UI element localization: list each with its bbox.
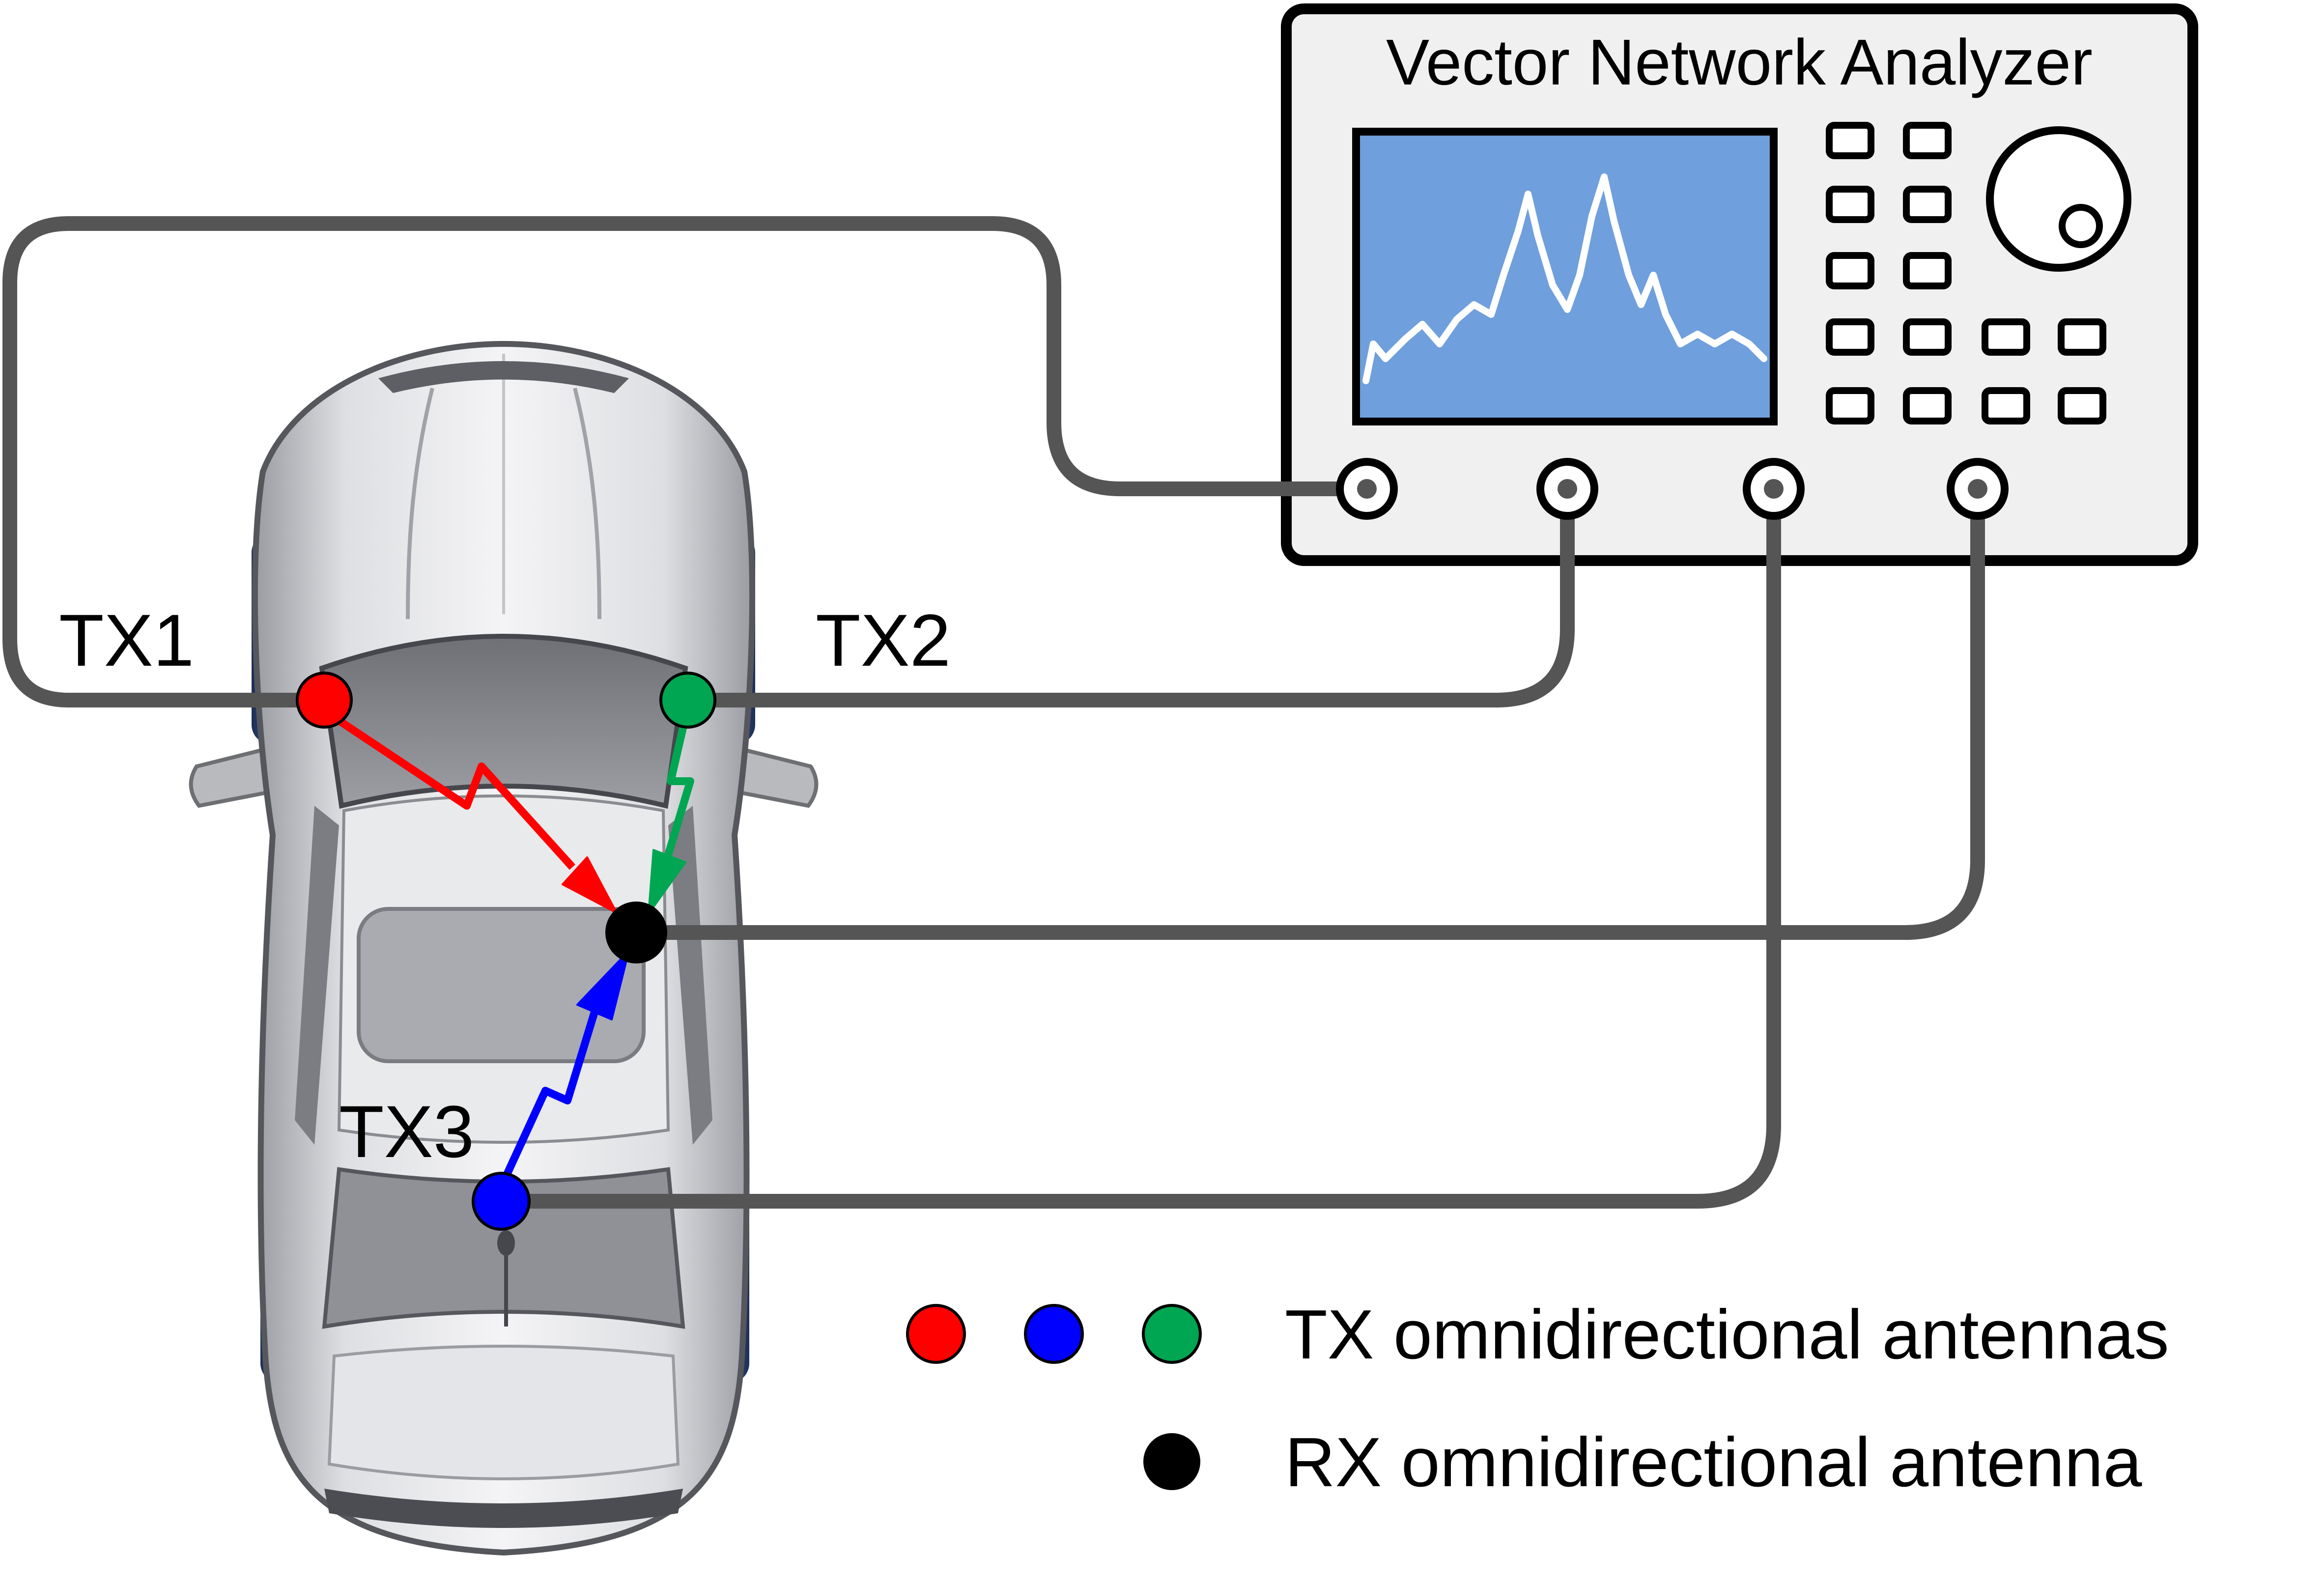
vna-key[interactable] — [1982, 387, 2030, 424]
right-mirror — [730, 744, 819, 808]
cable-port4-rx — [629, 484, 1985, 940]
legend-rx-text: RX omnidirectional antenna — [1285, 1423, 2142, 1501]
vna-port-1[interactable] — [1336, 458, 1398, 520]
vna-key[interactable] — [1903, 387, 1952, 424]
trunk-antenna-base — [497, 1230, 515, 1256]
vna-screen — [1352, 128, 1778, 425]
legend-tx-green-dot — [1142, 1304, 1202, 1364]
legend: TX omnidirectional antennas RX omnidirec… — [906, 1296, 2169, 1501]
trunk-lid — [327, 1345, 680, 1480]
left-mirror — [189, 744, 277, 808]
vna-title: Vector Network Analyzer — [1386, 26, 2093, 98]
vna-key[interactable] — [1903, 318, 1952, 356]
tx1-label: TX1 — [59, 599, 194, 681]
tx1-to-rx-link — [332, 714, 618, 914]
vna-key[interactable] — [1982, 318, 2030, 356]
left-side-window — [295, 806, 339, 1145]
sunroof — [357, 907, 646, 1063]
hood-crease-right — [573, 388, 601, 620]
legend-rx-black-dot — [1143, 1433, 1200, 1490]
tx3-antenna — [472, 1172, 531, 1231]
vna-key[interactable] — [1826, 387, 1874, 424]
legend-tx-red-dot — [906, 1304, 966, 1364]
cable-port1-tx1 — [2, 216, 1374, 707]
tx3-to-rx-link — [500, 950, 630, 1184]
vna-key[interactable] — [2058, 318, 2106, 356]
legend-tx-blue-dot — [1024, 1304, 1084, 1364]
vna-key[interactable] — [1903, 186, 1952, 223]
cable-port3-tx3 — [494, 484, 1781, 1209]
vna-port-4[interactable] — [1947, 458, 2009, 520]
vna-port-3[interactable] — [1743, 458, 1805, 520]
windshield — [319, 634, 688, 809]
vna-ports — [1336, 458, 2009, 520]
vna-screen-trace — [1362, 173, 1767, 384]
rx-antenna — [605, 902, 667, 963]
right-side-window — [668, 806, 712, 1145]
grille — [378, 361, 629, 393]
cable-port2-tx2 — [680, 484, 1575, 707]
antennas — [296, 672, 716, 1231]
tx2-label: TX2 — [816, 599, 951, 681]
vna-knob[interactable] — [1986, 126, 2131, 272]
vna-key[interactable] — [1903, 122, 1952, 159]
vna-key[interactable] — [1826, 318, 1874, 356]
vna-keypad — [1826, 122, 2106, 424]
rear-bumper — [324, 1489, 683, 1528]
vna-key[interactable] — [1826, 122, 1874, 159]
vna-port-2[interactable] — [1536, 458, 1598, 520]
wireless-links — [332, 714, 694, 1184]
legend-tx-text: TX omnidirectional antennas — [1285, 1296, 2169, 1374]
vna-knob-indicator — [2059, 204, 2103, 248]
cables — [2, 216, 1985, 1209]
car-top-view — [189, 340, 819, 1556]
tx2-to-rx-link — [648, 716, 694, 915]
tx2-antenna — [659, 672, 716, 729]
vector-network-analyzer: Vector Network Analyzer — [1281, 3, 2198, 566]
vna-key[interactable] — [1826, 186, 1874, 223]
tx1-antenna — [296, 672, 353, 729]
vna-key[interactable] — [1903, 252, 1952, 289]
hood-crease-left — [406, 388, 434, 620]
vna-key[interactable] — [2058, 387, 2106, 424]
tx3-label: TX3 — [339, 1090, 474, 1173]
vna-key[interactable] — [1826, 252, 1874, 289]
